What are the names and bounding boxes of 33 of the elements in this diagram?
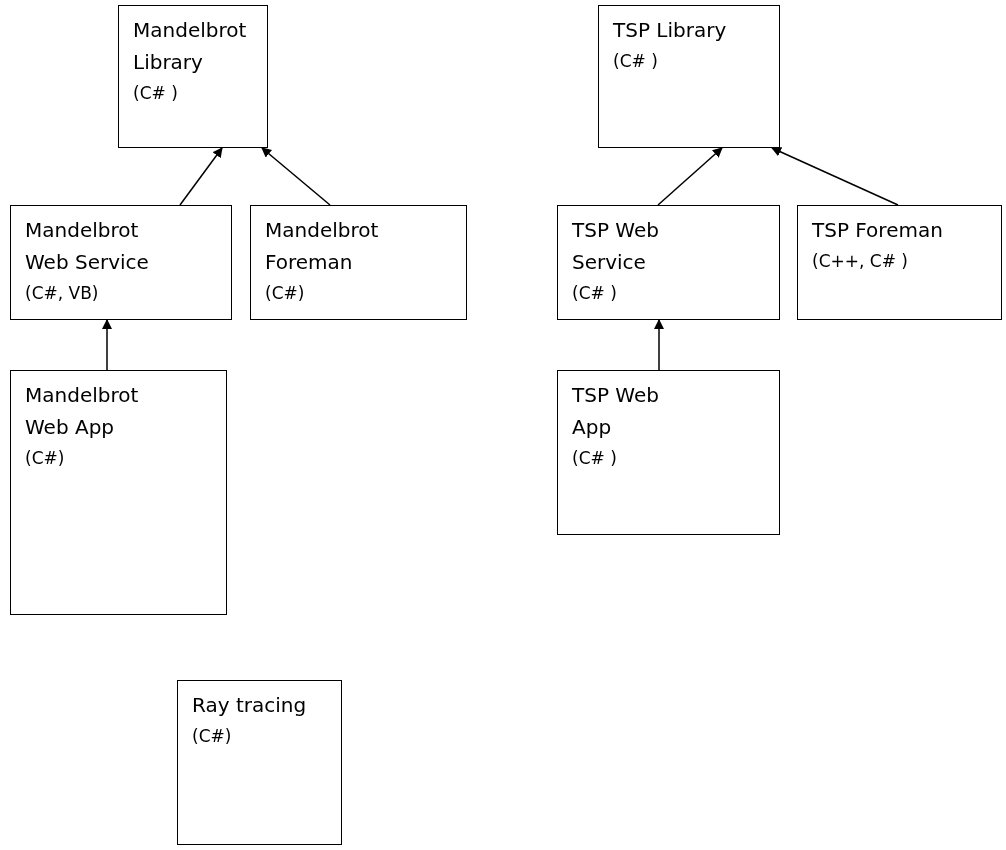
component-box xyxy=(797,205,1002,320)
arrow xyxy=(771,147,899,206)
component-box xyxy=(177,680,342,845)
language-label: (C# ) xyxy=(572,447,618,470)
component-box xyxy=(557,370,780,535)
component-name: Mandelbrot Library xyxy=(133,17,248,76)
arrow xyxy=(261,147,331,206)
language-label: (C# ) xyxy=(613,50,659,73)
component-box xyxy=(10,205,232,320)
component-name: TSP Web App xyxy=(572,382,660,441)
language-label: (C# ) xyxy=(572,282,618,305)
component-box xyxy=(10,370,227,615)
language-label: (C++, C# ) xyxy=(812,250,909,273)
component-name: Mandelbrot Foreman xyxy=(265,217,380,276)
language-label: (C#, VB) xyxy=(25,282,100,305)
component-name: Mandelbrot Web Service xyxy=(25,217,150,276)
language-label: (C# ) xyxy=(133,82,179,105)
arrow xyxy=(102,319,112,371)
component-name: TSP Library xyxy=(613,17,728,44)
language-label: (C#) xyxy=(25,447,66,470)
component-box xyxy=(250,205,467,320)
component-name: Ray tracing xyxy=(192,692,308,719)
component-box xyxy=(598,5,780,148)
component-name: TSP Foreman xyxy=(812,217,944,244)
component-box xyxy=(118,5,268,148)
component-name: TSP Web Service xyxy=(572,217,660,276)
language-label: (C#) xyxy=(265,282,306,305)
component-name: Mandelbrot Web App xyxy=(25,382,140,441)
arrow xyxy=(654,319,664,371)
arrow xyxy=(657,147,723,206)
component-box xyxy=(557,205,780,320)
arrow xyxy=(179,147,223,206)
language-label: (C#) xyxy=(192,725,233,748)
